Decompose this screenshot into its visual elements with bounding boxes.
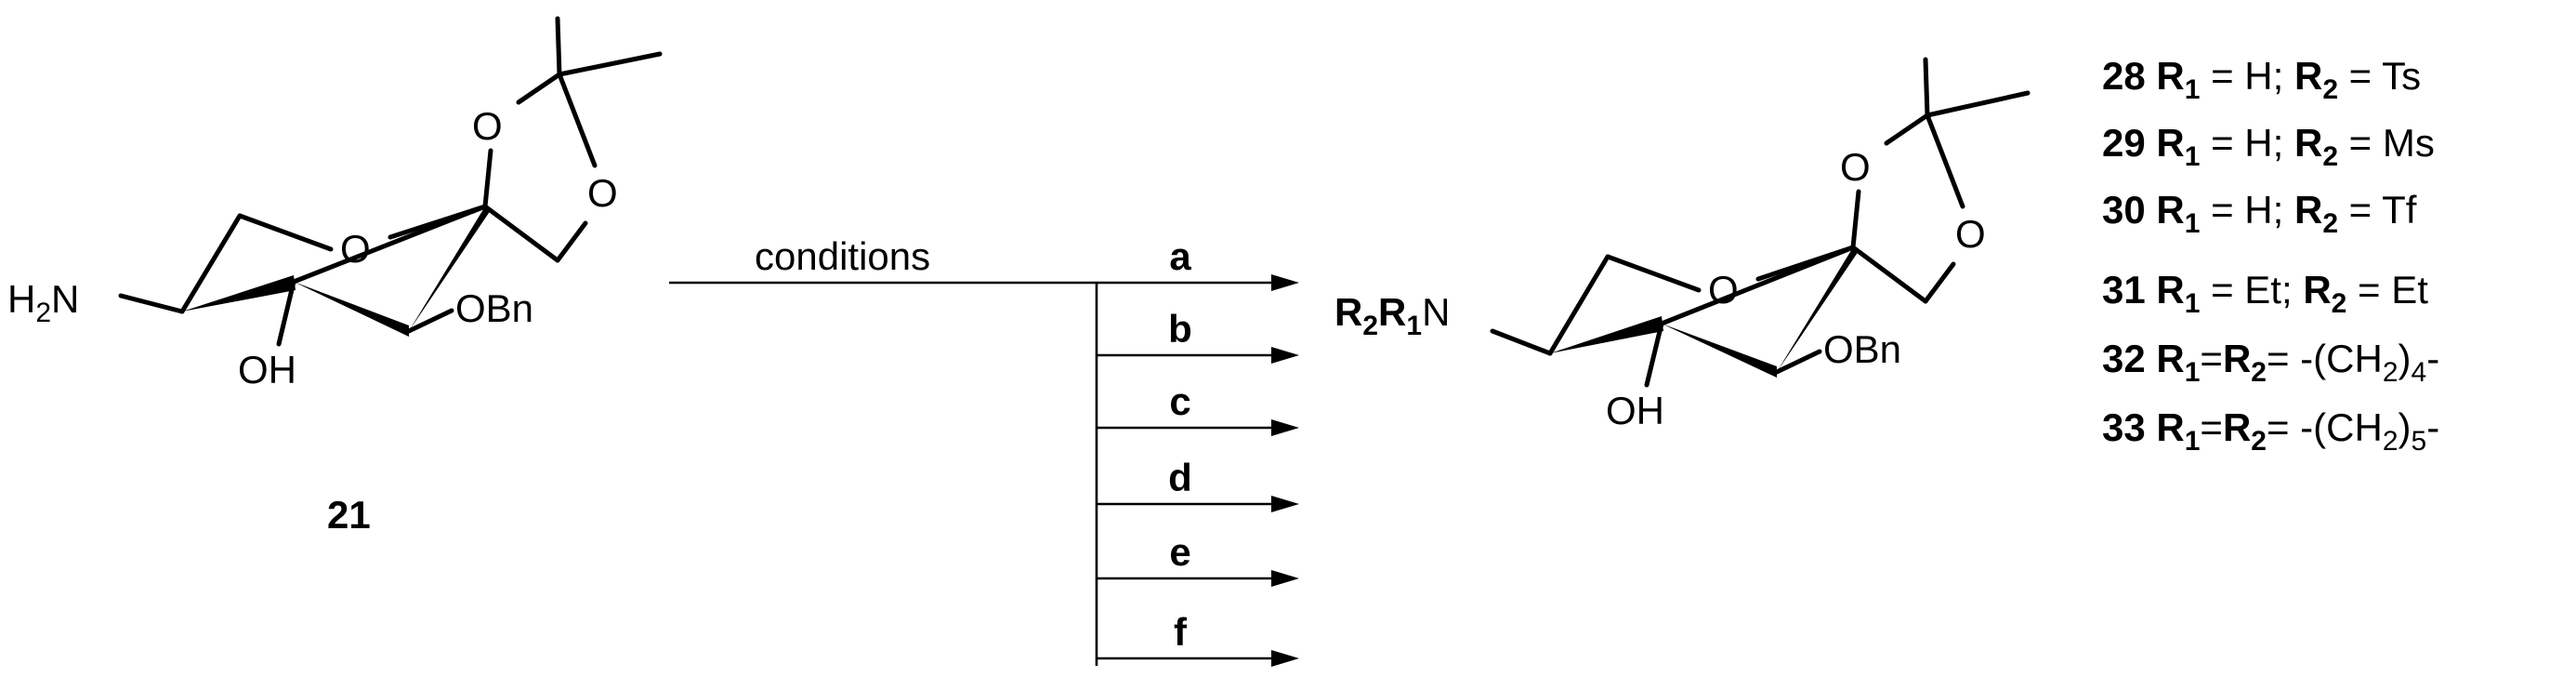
dioxolane-oxygen: O	[587, 171, 618, 215]
compound-row-32: 32 R1=R2= -(CH2)4-	[2102, 337, 2439, 388]
arrowhead	[1271, 419, 1299, 436]
methyl-bond	[1923, 57, 1930, 118]
arrowhead	[1271, 496, 1299, 512]
ring-bond	[1605, 254, 1702, 293]
benzyloxy-group: OBn	[455, 286, 533, 330]
branch-arrow-b: b	[1097, 307, 1299, 364]
branch-arrow-d: d	[1097, 456, 1299, 512]
dioxolane-bond	[482, 148, 493, 209]
branch-label-c: c	[1169, 379, 1190, 423]
dioxolane-bond	[1850, 245, 1928, 304]
hydroxyl-bond	[1644, 321, 1664, 388]
dioxolane-bond	[482, 204, 560, 263]
methyl-bond	[557, 51, 663, 77]
compound-list: 28 R1 = H; R2 = Ts 29 R1 = H; R2 = Ms 30 R…	[2102, 54, 2439, 457]
wedge-bond	[1777, 247, 1859, 372]
dioxolane-oxygen: O	[1955, 212, 1986, 256]
conditions-label: conditions	[755, 234, 930, 278]
branch-arrow-e: e	[1097, 530, 1299, 587]
branch-label-b: b	[1168, 307, 1192, 351]
amine-group: H2N	[7, 277, 79, 328]
hydroxyl-bond	[276, 279, 296, 347]
hydroxyl-group: OH	[238, 348, 296, 391]
methyl-bond	[555, 16, 562, 77]
wedge-bond	[1662, 324, 1777, 378]
amine-bond	[1490, 328, 1553, 356]
dioxolane-bond	[1884, 113, 1930, 146]
methyl-bond	[1925, 90, 2031, 118]
ring-bond	[291, 204, 488, 285]
branch-arrow-a: a	[1169, 234, 1299, 291]
dioxolane-oxygen: O	[1840, 145, 1871, 189]
compound-row-30: 30 R1 = H; R2 = Tf	[2102, 188, 2417, 239]
compound-row-29: 29 R1 = H; R2 = Ms	[2102, 121, 2435, 172]
ring-bond	[1547, 254, 1610, 356]
dioxolane-bond	[557, 72, 598, 168]
ring-bond	[1659, 245, 1856, 326]
benzyloxy-group: OBn	[1823, 327, 1901, 371]
hydroxyl-group: OH	[1606, 389, 1664, 432]
wedge-bond	[409, 206, 491, 331]
ring-oxygen: O	[1708, 268, 1739, 312]
obn-bond	[1774, 349, 1822, 375]
dioxolane-bond	[1850, 189, 1861, 250]
branch-label-a: a	[1169, 234, 1191, 278]
arrowhead	[1271, 650, 1299, 667]
dioxolane-bond	[555, 220, 588, 263]
compound-row-31: 31 R1 = Et; R2 = Et	[2102, 268, 2428, 319]
wedge-bond	[182, 275, 296, 312]
reactant-structure: O O O H2N OH OBn 21	[7, 16, 663, 537]
obn-bond	[406, 308, 454, 334]
dioxolane-bond	[1923, 261, 1956, 304]
compound-number-21: 21	[327, 493, 371, 537]
arrowhead	[1271, 347, 1299, 364]
dioxolane-bond	[516, 72, 562, 105]
ring-oxygen: O	[340, 227, 371, 271]
amine-bond	[118, 293, 185, 314]
compound-row-28: 28 R1 = H; R2 = Ts	[2102, 54, 2421, 105]
wedge-bond	[1550, 316, 1663, 353]
branch-label-e: e	[1169, 530, 1190, 574]
compound-row-33: 33 R1=R2= -(CH2)5-	[2102, 405, 2439, 457]
branch-label-f: f	[1174, 610, 1188, 654]
arrowhead	[1271, 570, 1299, 587]
product-structure: O O O R2R1N OH OBn	[1334, 57, 2031, 432]
dioxolane-bond	[1925, 113, 1965, 209]
branch-arrow-c: c	[1097, 379, 1299, 436]
branch-label-d: d	[1168, 456, 1192, 499]
dioxolane-oxygen: O	[472, 104, 503, 148]
ring-bond	[237, 213, 334, 252]
arrowhead	[1271, 274, 1299, 291]
product-amine-group: R2R1N	[1334, 290, 1450, 341]
ring-bond	[179, 213, 243, 314]
branch-arrow-f: f	[1097, 610, 1299, 667]
wedge-bond	[294, 282, 409, 337]
